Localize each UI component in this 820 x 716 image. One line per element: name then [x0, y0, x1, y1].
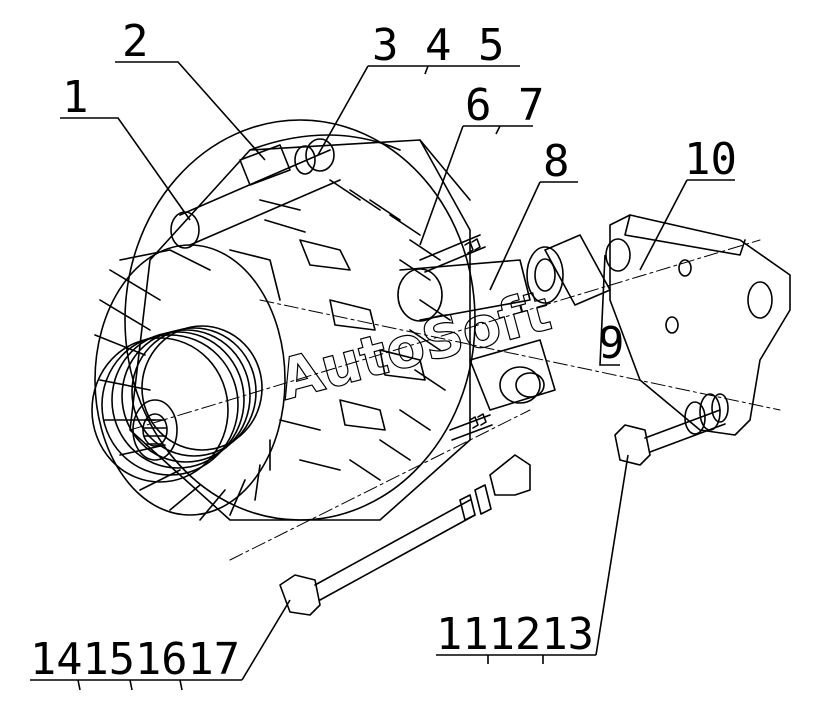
callout-11-12-13: 111213: [436, 609, 594, 660]
callout-labels: 1 2 3 4 5 6 7 8 9 10 14151617 111213: [30, 16, 737, 685]
spacer: [526, 234, 611, 306]
bushing: [397, 259, 556, 411]
callout-2: 2: [122, 16, 149, 67]
callout-14-15-16-17: 14151617: [30, 634, 240, 685]
mounting-bracket: [605, 214, 791, 436]
centerlines: [129, 239, 781, 561]
lower-bracket-bolt: [614, 393, 729, 466]
alternator-body: [124, 119, 476, 521]
callout-3-4-5: 3 4 5: [372, 20, 504, 71]
callout-9: 9: [598, 318, 625, 369]
callout-10: 10: [684, 134, 737, 185]
top-bolt-assembly: [170, 138, 341, 249]
watermark-text: AutoSoft: [272, 279, 558, 414]
long-through-bolt: [279, 454, 531, 616]
callout-6-7: 6 7: [465, 80, 544, 131]
leader-lines: [30, 61, 735, 691]
callout-8: 8: [543, 136, 570, 187]
pulley: [91, 325, 263, 483]
callout-1: 1: [62, 72, 89, 123]
